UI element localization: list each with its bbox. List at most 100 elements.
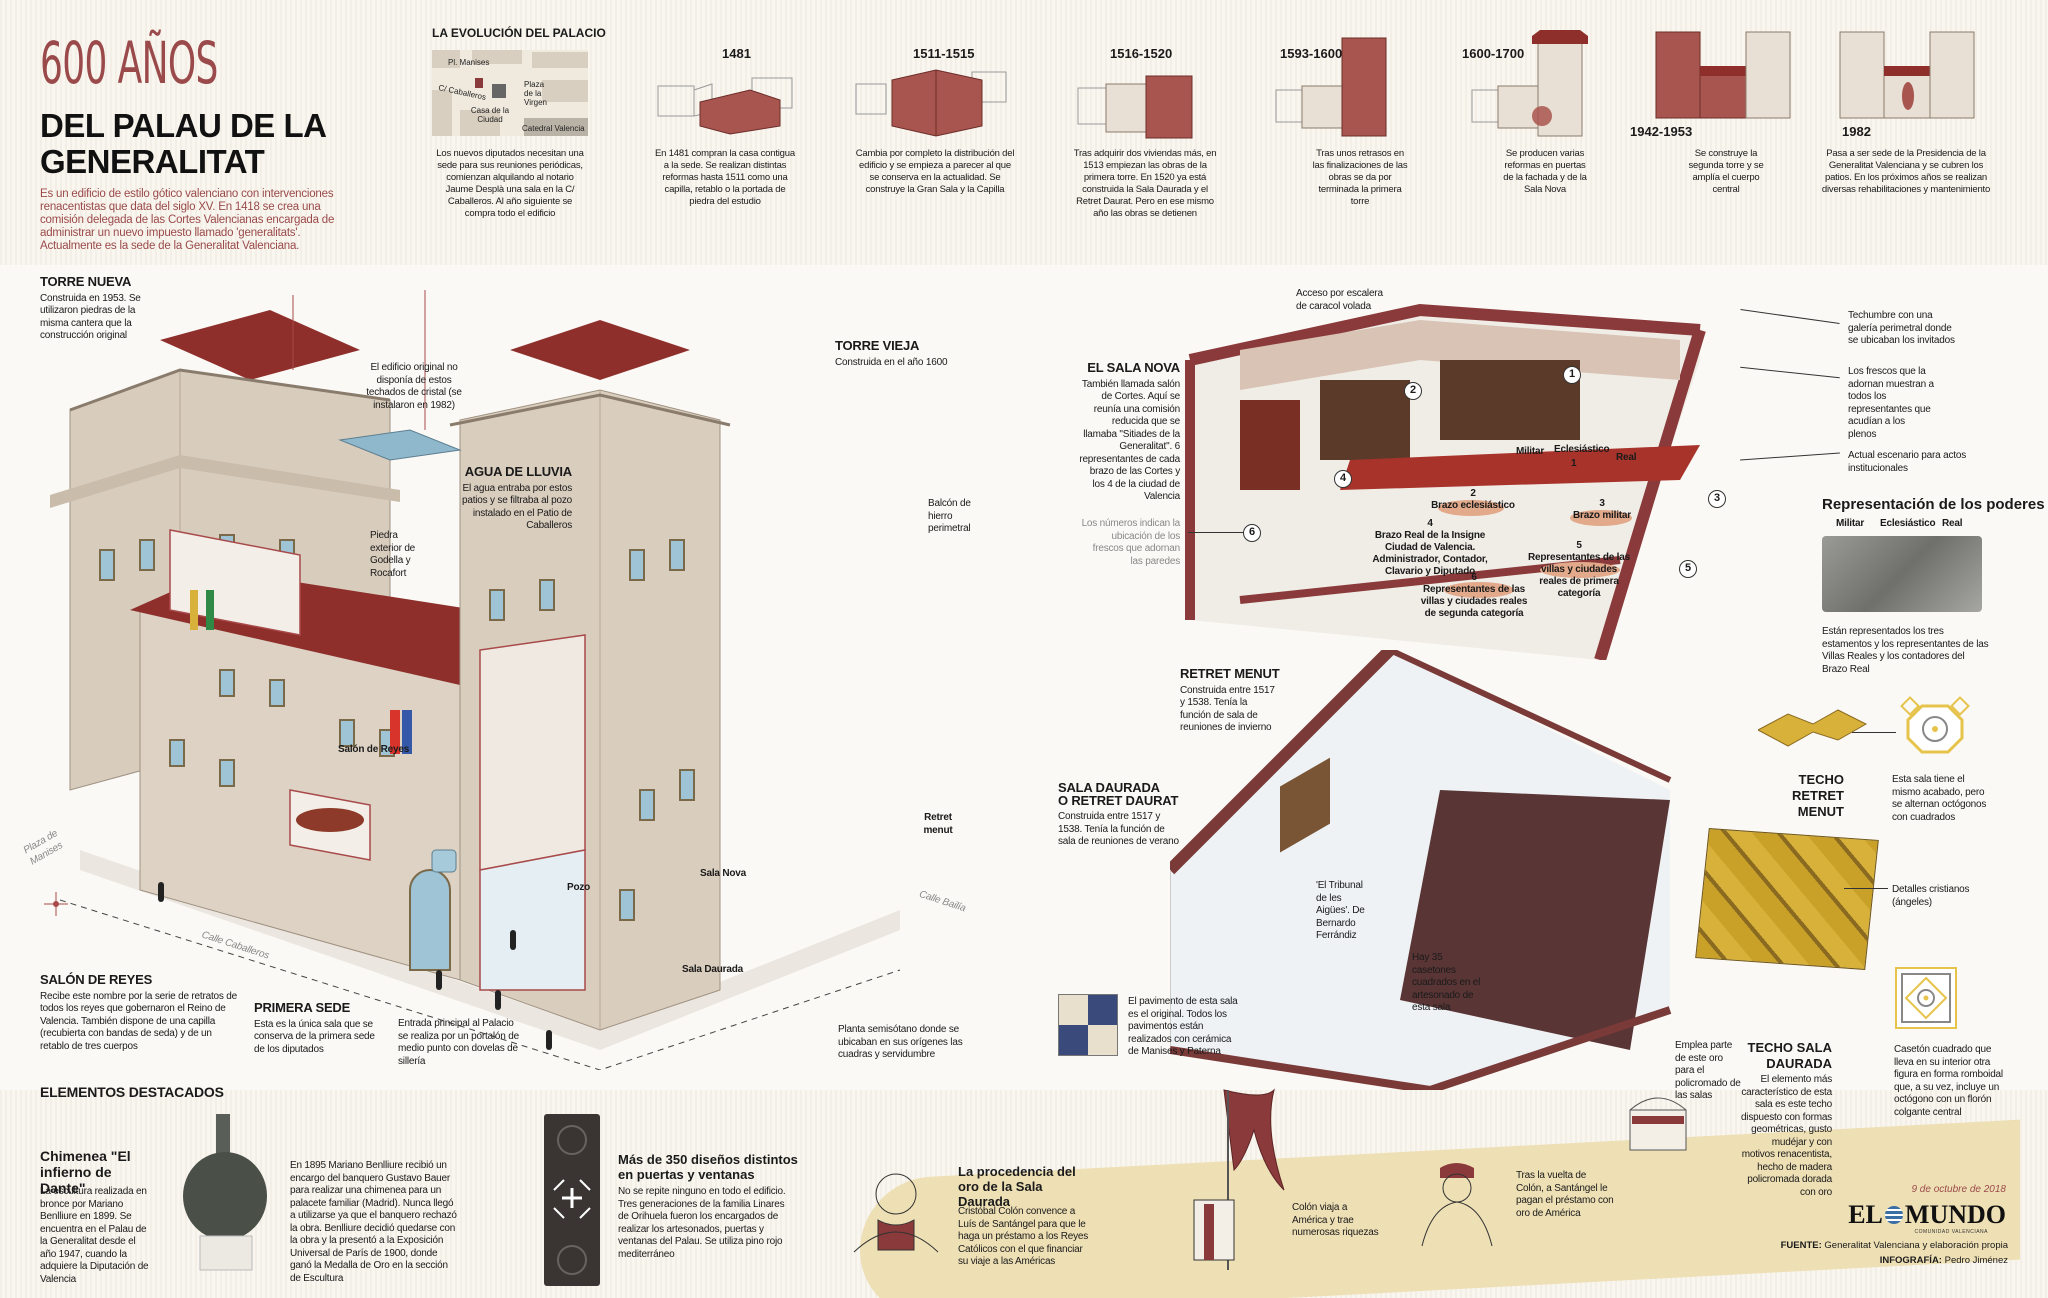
map-label: Plaza de la Virgen [524,80,547,107]
callout-line [1740,309,1840,324]
retret-menut-note: RETRET MENUT Construida entre 1517 y 153… [1180,666,1280,735]
techumbre-note: Techumbre con una galería perimetral don… [1848,310,1955,346]
salon-reyes-note: SALÓN DE REYES Recibe este nombre por la… [40,972,240,1053]
elementos-title: ELEMENTOS DESTACADOS [40,1084,224,1100]
agua-lluvia-title: AGUA DE LLUVIA [464,464,572,479]
torre-nueva-title: TORRE NUEVA [40,274,132,289]
stage-year: 1942-1953 [1630,124,1693,139]
oro-step-3: Tras la vuelta de Colón, a Santángel le … [1516,1170,1614,1219]
chimenea-title: Chimenea "El infierno de Dante" [40,1148,131,1196]
callout-line [1844,888,1888,889]
stage-year: 1600-1700 [1462,46,1525,61]
semisotano-note: Planta semisótano donde se ubicaban en s… [838,1024,963,1060]
oro-title: La procedencia del oro de la Sala Daurad… [958,1164,1076,1209]
compass-icon [44,892,68,916]
caseton-note: Casetón cuadrado que lleva en su interio… [1894,1044,2003,1118]
carved-door-image [544,1114,600,1286]
bench-label-eclesiastico: Eclesiástico [1554,444,1610,455]
evolution-title: LA EVOLUCIÓN DEL PALACIO [432,26,606,40]
bench-label-militar: Militar [1516,446,1545,457]
stage-text: Se producen varias reformas en puertas d… [1503,148,1587,195]
stage-year: 1511-1515 [913,46,975,61]
balcon-note: Balcón de hierro perimetral [928,498,971,534]
sala-daurada-note: SALA DAURADA O RETRET DAURAT Construida … [1058,780,1182,849]
disenos-text: No se repite ninguno en todo el edificio… [618,1186,786,1260]
treasure-chest-icon [1629,1097,1687,1151]
poderes-relief-image [1822,536,1982,612]
primera-sede-title: PRIMERA SEDE [254,1000,351,1015]
techo-retret-3d-image [1758,709,1868,747]
sala-daurada-cutaway [1170,650,1672,1090]
agua-lluvia-note: AGUA DE LLUVIA El agua entraba por estos… [460,464,572,533]
escenario-note: Actual escenario para actos instituciona… [1848,450,1967,474]
group-oval [1444,582,1514,598]
sala-nova-note: EL SALA NOVA También llamada salón de Co… [1076,361,1180,504]
torre-vieja-text: Construida en el año 1600 [835,356,948,368]
group-oval [1540,562,1620,578]
title-line-2: GENERALITAT [40,143,265,180]
fresco-number: 2 [1404,382,1422,400]
pavimento-note: El pavimento de esta sala es el original… [1128,996,1238,1057]
techo-retret-text: Esta sala tiene el mismo acabado, pero s… [1892,774,1987,823]
sala-nova-text: También llamada salón de Cortes. Aquí se… [1079,378,1180,503]
poderes-label: Eclesiástico [1880,518,1936,529]
stage-1481-illustration [657,77,793,135]
salon-reyes-label: Salón de Reyes [338,744,410,755]
stage-1511-illustration [855,69,1007,137]
logo-sub: COMUNIDAD VALENCIANA [1914,1229,1988,1235]
oro-step-1: Cristóbal Colón convence a Luís de Santá… [958,1206,1089,1267]
caseton-pattern-icon [1895,967,1957,1029]
piedra-note: Piedra exterior de Godella y Rocafort [370,530,416,579]
octagon-pattern-icon [1900,696,1970,754]
fresco-number: 3 [1708,490,1726,508]
map-marker-palau [475,78,483,88]
callout-line [1852,732,1896,733]
entrada-note: Entrada principal al Palacio se realiza … [398,1018,519,1067]
salon-reyes-text: Recibe este nombre por la serie de retra… [40,990,238,1052]
location-map: Pl. Manises C/ Caballeros Plaza de la Vi… [432,50,588,136]
stage-1942-illustration [1655,31,1791,119]
group-oval [1438,500,1504,516]
publish-date: 9 de octubre de 2018 [1911,1184,2006,1195]
escalera-note: Acceso por escalera de caracol volada [1296,288,1383,312]
poderes-label: Real [1942,518,1963,529]
stage-text: Tras unos retrasos en las finalizaciones… [1312,148,1408,207]
map-marker-casa-ciudad [492,84,506,98]
evolution-intro-text: Los nuevos diputados necesitan una sede … [436,148,584,219]
calle-bailia-label: Calle Bailía [917,888,967,915]
stage-text: Pasa a ser sede de la Presidencia de la … [1821,148,1991,195]
casetones-note: Hay 35 casetones cuadrados en el arteson… [1412,952,1481,1013]
stage-1516-illustration [1077,75,1193,139]
colon-flag-icon [1193,1088,1285,1270]
sala-daurada-label: Sala Daurada [682,964,743,975]
torre-vieja-note: TORRE VIEJA Construida en el año 1600 [835,338,965,369]
stage-text: Tras adquirir dos viviendas más, en 1513… [1073,148,1217,219]
chimenea-text: La escultura realizada en bronce por Mar… [40,1186,149,1285]
callout-line [1740,452,1840,461]
sala-daurada-title-1: SALA DAURADA [1058,780,1160,795]
stage-year: 1516-1520 [1110,46,1173,61]
stage-year: 1481 [722,46,751,61]
poderes-text: Están representados los tres estamentos … [1822,626,1989,675]
stage-text: En 1481 compran la casa contigua a la se… [655,148,795,207]
group-oval [1570,510,1632,526]
retret-menut-title: RETRET MENUT [1180,666,1280,681]
torre-nueva-note: TORRE NUEVA Construida en 1953. Se utili… [40,274,160,343]
salon-reyes-title: SALÓN DE REYES [40,972,153,987]
stage-text: Se construye la segunda torre y se amplí… [1688,148,1764,195]
torre-vieja-title: TORRE VIEJA [835,338,920,353]
chimenea-history: En 1895 Mariano Benlliure recibió un enc… [290,1160,457,1284]
torre-nueva-text: Construida en 1953. Se utilizaron piedra… [40,292,141,342]
primera-sede-text: Esta es la única sala que se conserva de… [254,1018,375,1055]
fresco-number: 5 [1679,560,1697,578]
oro-step-2: Colón viaja a América y trae numerosas r… [1292,1202,1379,1238]
fresco-number: 4 [1334,470,1352,488]
poderes-label: Militar [1836,518,1865,529]
source-credit: FUENTE: Generalitat Valenciana y elabora… [1780,1240,2008,1251]
stage-1982-illustration [1839,31,1975,119]
fresco-number: 6 [1243,524,1261,542]
